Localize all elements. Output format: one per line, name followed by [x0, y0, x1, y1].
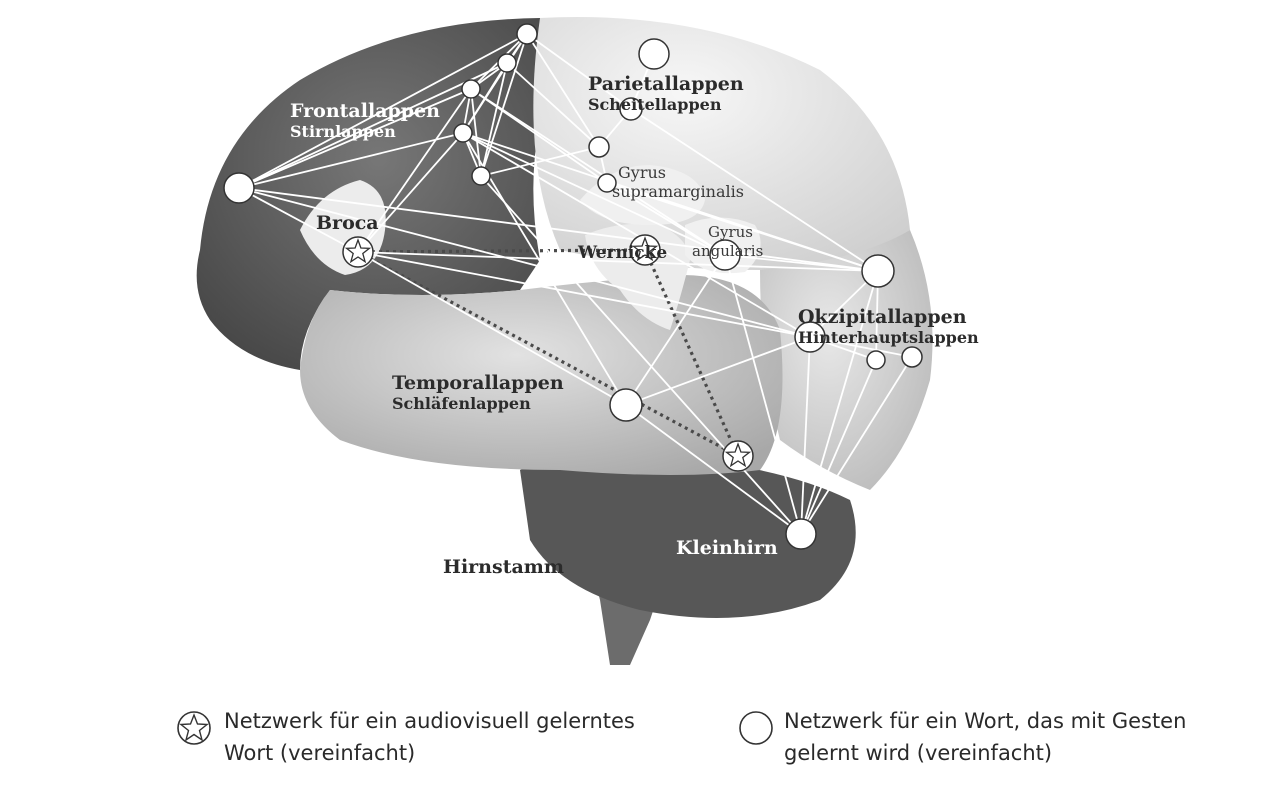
label-wernicke: Wernicke	[578, 242, 667, 264]
label-frontal: Frontallappen Stirnlappen	[290, 100, 440, 142]
network-node	[224, 173, 254, 203]
legend-star-line1: Netzwerk für ein audiovisuell gelerntes	[224, 705, 635, 737]
network-node	[472, 167, 490, 185]
legend-circle-line2: gelernt wird (vereinfacht)	[784, 737, 1186, 769]
network-node	[454, 124, 472, 142]
network-node	[589, 137, 609, 157]
legend-star-line2: Wort (vereinfacht)	[224, 737, 635, 769]
legend-circle-line1: Netzwerk für ein Wort, das mit Gesten	[784, 705, 1186, 737]
angularis-line1: Gyrus	[692, 223, 763, 242]
cerebellum-title: Kleinhirn	[676, 537, 778, 559]
network-node	[867, 351, 885, 369]
label-angularis: Gyrus angularis	[692, 223, 763, 261]
circle-icon	[738, 710, 774, 746]
occipital-subtitle: Hinterhauptslappen	[798, 328, 979, 348]
network-node	[639, 39, 669, 69]
frontal-title: Frontallappen	[290, 100, 440, 122]
label-supramarginal: Gyrus supramarginalis	[612, 163, 744, 201]
label-cerebellum: Kleinhirn	[676, 537, 778, 559]
frontal-subtitle: Stirnlappen	[290, 122, 440, 142]
broca-title: Broca	[316, 212, 379, 234]
network-node	[462, 80, 480, 98]
network-node	[517, 24, 537, 44]
network-node	[902, 347, 922, 367]
supramarginal-line2: supramarginalis	[612, 182, 744, 201]
network-node	[862, 255, 894, 287]
label-parietal: Parietallappen Scheitellappen	[588, 73, 744, 115]
occipital-title: Okzipitallappen	[798, 306, 979, 328]
parietal-title: Parietallappen	[588, 73, 744, 95]
label-temporal: Temporallappen Schläfenlappen	[392, 372, 564, 414]
legend-star: Netzwerk für ein audiovisuell gelerntes …	[224, 705, 635, 769]
temporal-title: Temporallappen	[392, 372, 564, 394]
supramarginal-line1: Gyrus	[612, 163, 744, 182]
brainstem-title: Hirnstamm	[443, 556, 564, 578]
legend-circle: Netzwerk für ein Wort, das mit Gesten ge…	[784, 705, 1186, 769]
wernicke-title: Wernicke	[578, 242, 667, 264]
label-brainstem: Hirnstamm	[443, 556, 564, 578]
network-node	[498, 54, 516, 72]
label-occipital: Okzipitallappen Hinterhauptslappen	[798, 306, 979, 348]
parietal-subtitle: Scheitellappen	[588, 95, 744, 115]
network-node	[786, 519, 816, 549]
angularis-line2: angularis	[692, 242, 763, 261]
star-in-circle-icon	[176, 710, 212, 746]
network-node	[610, 389, 642, 421]
temporal-subtitle: Schläfenlappen	[392, 394, 564, 414]
label-broca: Broca	[316, 212, 379, 234]
